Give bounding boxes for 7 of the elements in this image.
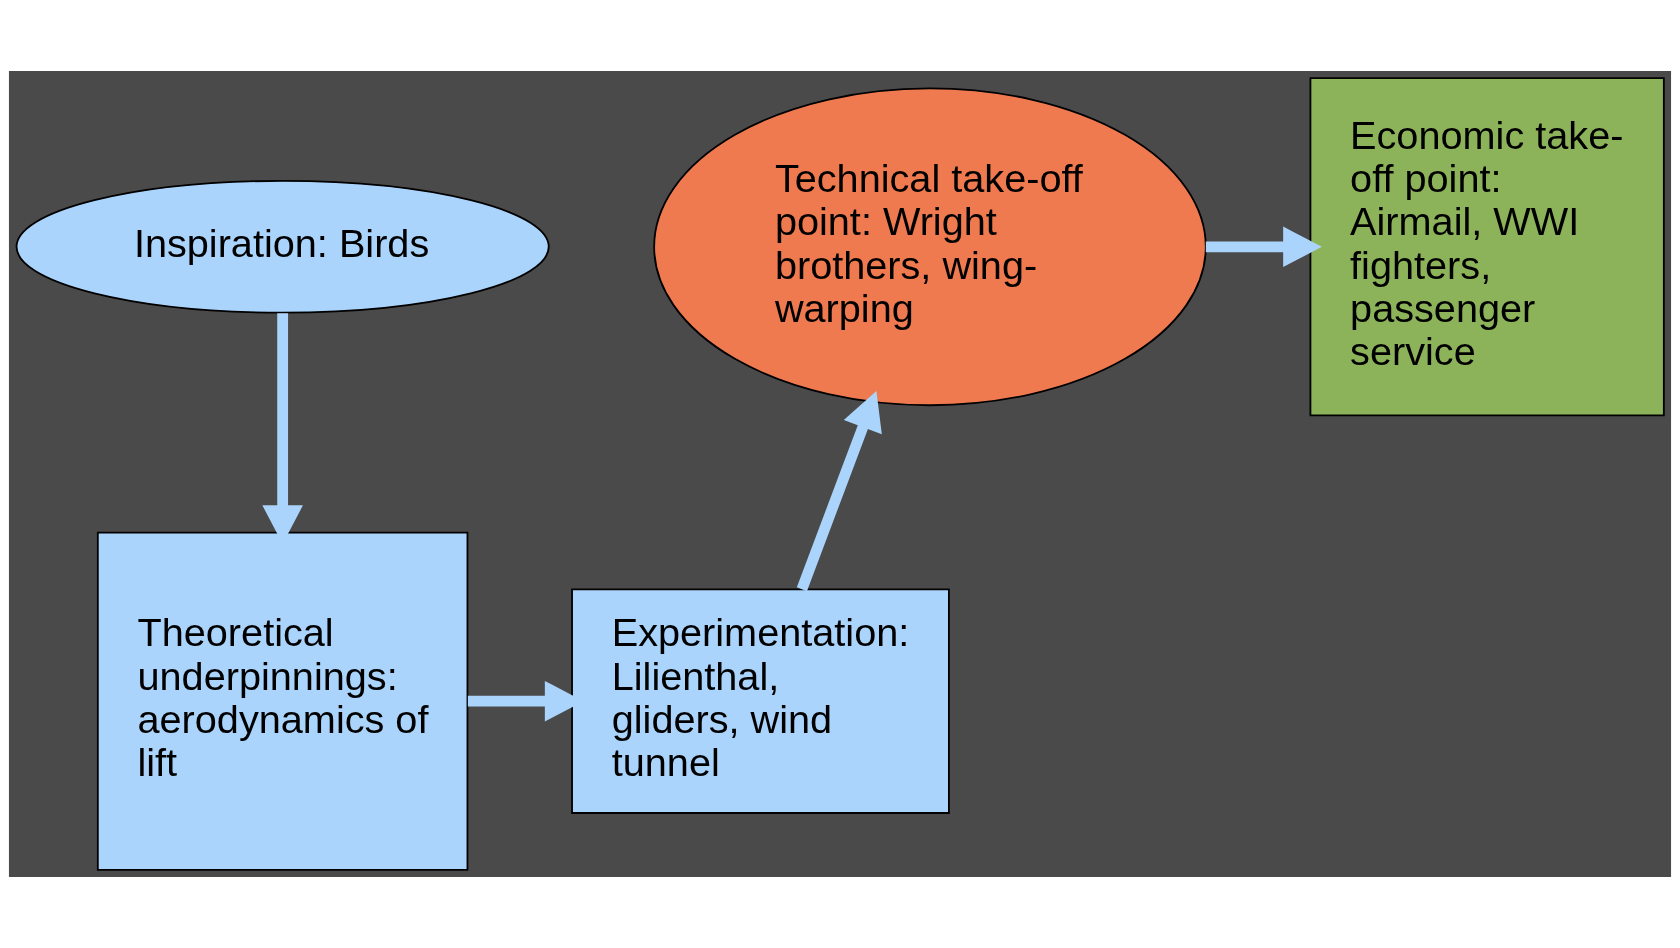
node-box: Economic take-off point: Airmail, WWI fighters, passenger service [1309, 77, 1665, 417]
arrow [1205, 226, 1322, 268]
node-ellipse: Technical take-off point: Wright brothers, wing-warping [653, 87, 1207, 407]
node-box: Experimentation: Lilienthal, gliders, wind tunnel [571, 588, 950, 814]
node-box: Theoretical underpinnings: aerodynamics of lift [96, 531, 469, 871]
node-ellipse: Inspiration: Birds [15, 180, 550, 314]
arrow [796, 390, 882, 592]
